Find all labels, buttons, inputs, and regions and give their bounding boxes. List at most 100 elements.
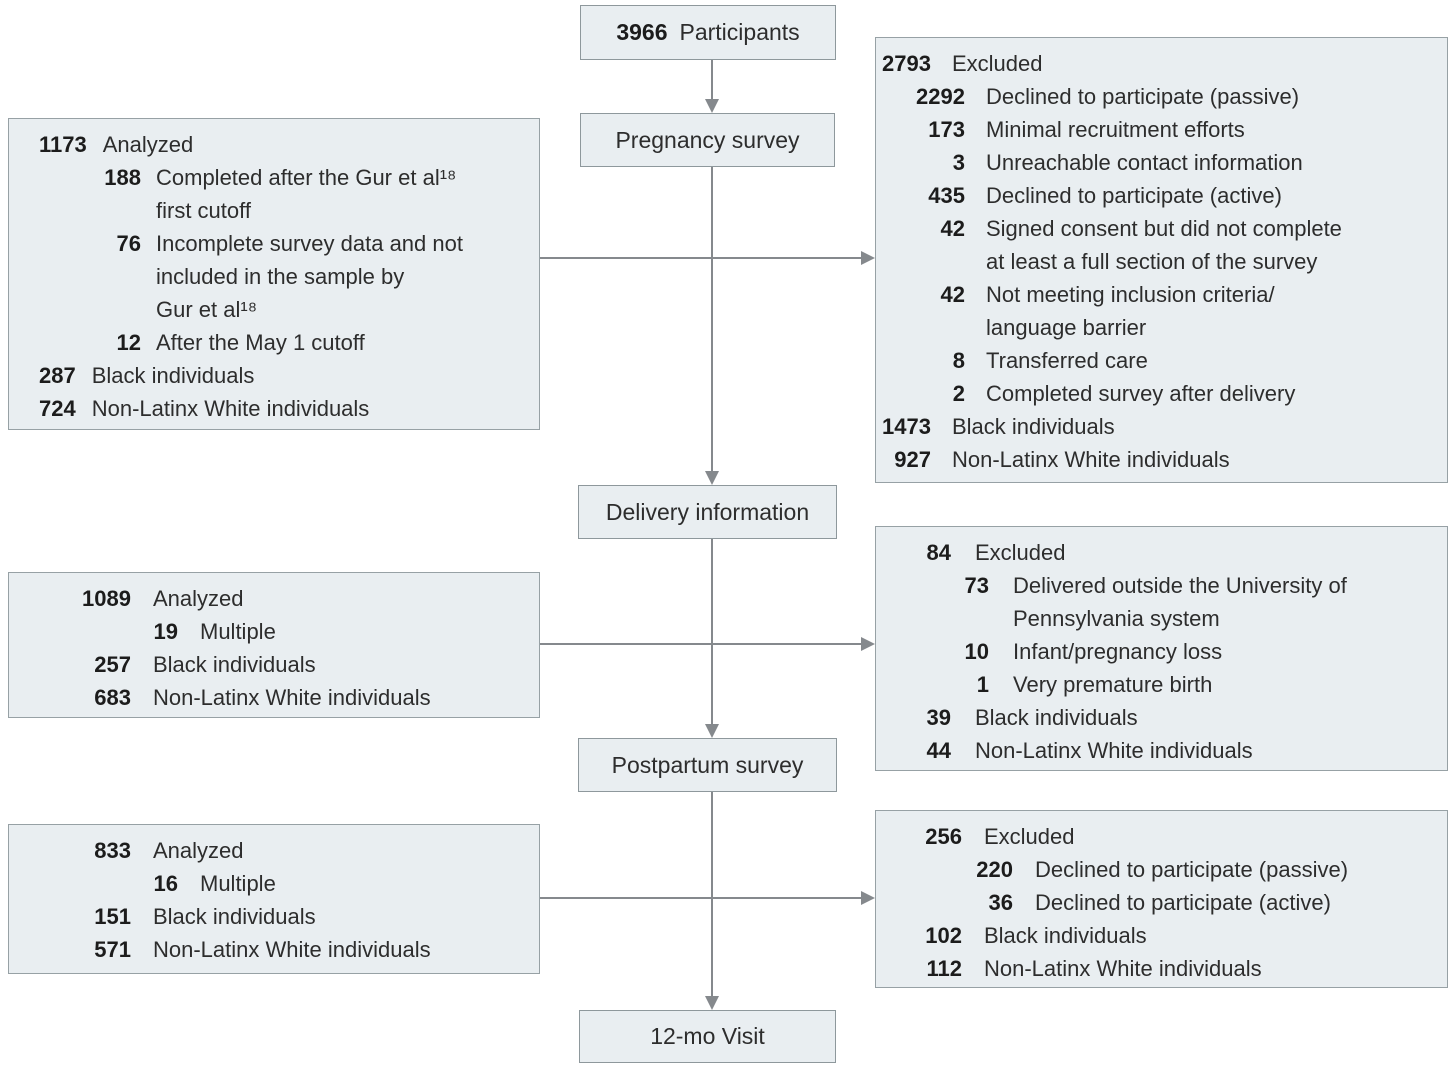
flow-row: 76 Incomplete survey data and not includ… bbox=[39, 227, 533, 326]
flow-row: 151 Black individuals bbox=[81, 900, 533, 933]
row-count: 42 bbox=[940, 282, 965, 307]
analyzed-pregnancy-box: 1173 Analyzed 188 Completed after the Gu… bbox=[8, 118, 540, 430]
row-label: Declined to participate (active) bbox=[986, 183, 1282, 208]
row-label: Non-Latinx White individuals bbox=[952, 447, 1230, 472]
row-label: Not meeting inclusion criteria/ language… bbox=[986, 282, 1275, 340]
row-count: 8 bbox=[952, 348, 965, 373]
row-count: 44 bbox=[926, 738, 951, 763]
row-label: Declined to participate (passive) bbox=[986, 84, 1300, 109]
row-count: 257 bbox=[94, 652, 131, 677]
flow-row: 2 Completed survey after delivery bbox=[881, 377, 1441, 410]
row-count: 102 bbox=[925, 923, 962, 948]
connector-delivery-exclusions bbox=[540, 643, 862, 645]
row-label: After the May 1 cutoff bbox=[156, 330, 365, 355]
flow-row: 927 Non-Latinx White individuals bbox=[881, 443, 1441, 476]
row-count: 12 bbox=[116, 330, 141, 355]
row-label: Excluded bbox=[952, 51, 1043, 76]
flow-row: 571 Non-Latinx White individuals bbox=[81, 933, 533, 966]
excluded-delivery-box: 84 Excluded 73 Delivered outside the Uni… bbox=[875, 526, 1448, 771]
flow-row: 287 Black individuals bbox=[39, 359, 533, 392]
flow-row: 84 Excluded bbox=[881, 536, 1441, 569]
analyzed-postpartum-box: 833 Analyzed 16 Multiple 151 Black indiv… bbox=[8, 824, 540, 974]
flow-row: 112 Non-Latinx White individuals bbox=[881, 952, 1441, 985]
row-count: 39 bbox=[926, 705, 951, 730]
arrowhead-right-icon bbox=[861, 637, 875, 651]
row-count: 435 bbox=[928, 183, 965, 208]
row-count: 2793 bbox=[882, 51, 931, 76]
connector-pregnancy-exclusions bbox=[540, 257, 862, 259]
row-count: 1473 bbox=[882, 414, 931, 439]
flow-row: 39 Black individuals bbox=[881, 701, 1441, 734]
flow-row: 724 Non-Latinx White individuals bbox=[39, 392, 533, 425]
row-label: Black individuals bbox=[91, 363, 255, 388]
flow-row: 2292 Declined to participate (passive) bbox=[881, 80, 1441, 113]
row-count: 571 bbox=[94, 937, 131, 962]
row-label: Incomplete survey data and not included … bbox=[156, 231, 463, 322]
analyzed-delivery-box: 1089 Analyzed 19 Multiple 257 Black indi… bbox=[8, 572, 540, 718]
row-count: 683 bbox=[94, 685, 131, 710]
flow-row: 73 Delivered outside the University of P… bbox=[881, 569, 1441, 635]
row-label: Declined to participate (passive) bbox=[1035, 857, 1349, 882]
row-label: Excluded bbox=[984, 824, 1075, 849]
row-label: Non-Latinx White individuals bbox=[153, 937, 431, 962]
pregnancy-survey-box: Pregnancy survey bbox=[580, 113, 835, 167]
row-count: 220 bbox=[976, 857, 1013, 882]
arrowhead-down-icon bbox=[705, 471, 719, 485]
connector-postpartum-to-visit bbox=[711, 792, 713, 998]
arrowhead-down-icon bbox=[705, 996, 719, 1010]
row-count: 16 bbox=[153, 871, 178, 896]
flow-row: 1089 Analyzed bbox=[81, 582, 533, 615]
row-label: Analyzed bbox=[102, 132, 194, 157]
row-label: Minimal recruitment efforts bbox=[986, 117, 1245, 142]
flow-row: 42 Signed consent but did not complete a… bbox=[881, 212, 1441, 278]
row-count: 256 bbox=[925, 824, 962, 849]
arrowhead-right-icon bbox=[861, 251, 875, 265]
row-label: Black individuals bbox=[975, 705, 1138, 730]
flow-row: 8 Transferred care bbox=[881, 344, 1441, 377]
visit-12mo-label: 12-mo Visit bbox=[650, 1023, 765, 1049]
excluded-postpartum-box: 256 Excluded 220 Declined to participate… bbox=[875, 810, 1448, 988]
arrowhead-down-icon bbox=[705, 724, 719, 738]
flow-row: 3 Unreachable contact information bbox=[881, 146, 1441, 179]
row-count: 19 bbox=[153, 619, 178, 644]
delivery-information-box: Delivery information bbox=[578, 485, 837, 539]
flow-row: 173 Minimal recruitment efforts bbox=[881, 113, 1441, 146]
connector-delivery-to-postpartum bbox=[711, 539, 713, 726]
row-label: Non-Latinx White individuals bbox=[91, 396, 370, 421]
postpartum-survey-label: Postpartum survey bbox=[611, 751, 804, 778]
flow-row: 12 After the May 1 cutoff bbox=[39, 326, 533, 359]
row-label: Analyzed bbox=[153, 838, 244, 863]
row-label: Delivered outside the University of Penn… bbox=[1013, 573, 1347, 631]
flow-row: 16 Multiple bbox=[81, 867, 533, 900]
visit-12mo-box: 12-mo Visit bbox=[579, 1010, 836, 1063]
flow-row: 257 Black individuals bbox=[81, 648, 533, 681]
flow-row: 19 Multiple bbox=[81, 615, 533, 648]
row-label: Excluded bbox=[975, 540, 1066, 565]
row-label: Non-Latinx White individuals bbox=[984, 956, 1262, 981]
flow-row: 220 Declined to participate (passive) bbox=[881, 853, 1441, 886]
row-label: Analyzed bbox=[153, 586, 244, 611]
row-count: 3 bbox=[952, 150, 965, 175]
row-count: 724 bbox=[39, 396, 76, 421]
row-count: 112 bbox=[926, 956, 963, 981]
flow-row: 102 Black individuals bbox=[881, 919, 1441, 952]
row-label: Infant/pregnancy loss bbox=[1013, 639, 1223, 664]
flow-row: 188 Completed after the Gur et al¹⁸ firs… bbox=[39, 161, 533, 227]
flow-row: 435 Declined to participate (active) bbox=[881, 179, 1441, 212]
row-label: Black individuals bbox=[153, 904, 316, 929]
row-label: Completed survey after delivery bbox=[986, 381, 1296, 406]
participants-label: Participants bbox=[679, 19, 800, 45]
flow-row: 42 Not meeting inclusion criteria/ langu… bbox=[881, 278, 1441, 344]
postpartum-survey-box: Postpartum survey bbox=[578, 738, 837, 792]
row-count: 287 bbox=[39, 363, 76, 388]
row-count: 10 bbox=[964, 639, 989, 664]
row-count: 76 bbox=[116, 231, 141, 256]
flow-row: 683 Non-Latinx White individuals bbox=[81, 681, 533, 714]
row-count: 36 bbox=[988, 890, 1013, 915]
arrowhead-right-icon bbox=[861, 891, 875, 905]
row-count: 84 bbox=[926, 540, 951, 565]
row-label: Black individuals bbox=[153, 652, 316, 677]
row-label: Unreachable contact information bbox=[986, 150, 1303, 175]
row-count: 2292 bbox=[916, 84, 965, 109]
